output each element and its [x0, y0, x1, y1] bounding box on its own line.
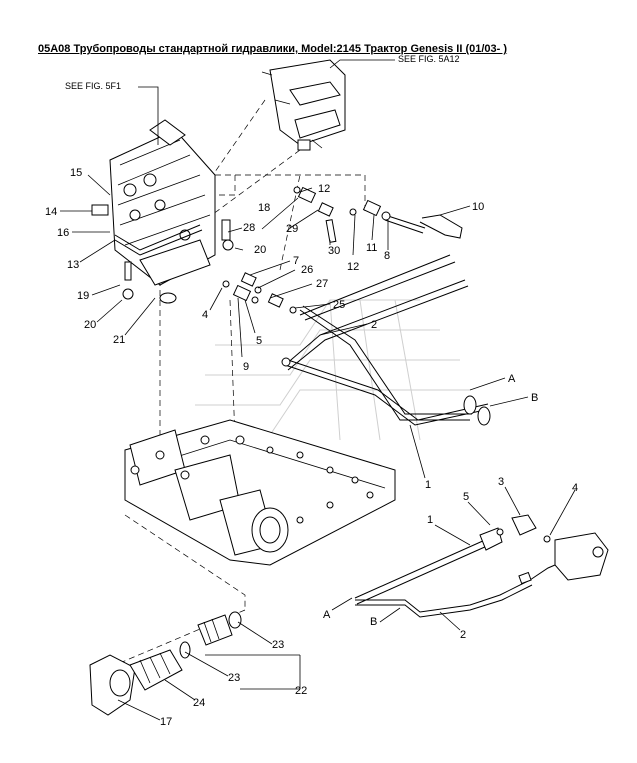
callout-29: 29	[286, 223, 298, 235]
callout-2-upper: 2	[371, 319, 377, 331]
callout-28: 28	[243, 222, 255, 234]
callout-21: 21	[113, 334, 125, 346]
callout-8: 8	[384, 250, 390, 262]
callout-A-lower: A	[323, 609, 331, 621]
callout-2-lower: 2	[460, 629, 466, 641]
callout-30: 30	[328, 245, 340, 257]
callout-12-mid: 12	[347, 261, 359, 273]
callout-25: 25	[333, 299, 345, 311]
callout-B-upper: B	[531, 392, 538, 404]
callout-16: 16	[57, 227, 69, 239]
callout-10: 10	[472, 201, 484, 213]
callout-11: 11	[366, 242, 377, 254]
callout-23-lower: 23	[228, 672, 240, 684]
valve-block-upper	[261, 59, 346, 151]
callout-5-lower: 5	[463, 491, 469, 503]
fittings-upper	[122, 186, 391, 367]
callout-1-upper: 1	[425, 479, 431, 491]
see-fig-5f1-label: SEE FIG. 5F1	[65, 81, 121, 91]
callout-24: 24	[193, 697, 205, 709]
main-tubes-upper	[284, 254, 491, 426]
callout-leaders	[60, 59, 576, 721]
callout-19: 19	[77, 290, 89, 302]
lower-right-assembly	[354, 514, 609, 618]
callout-12-top: 12	[318, 183, 330, 195]
callout-23-upper: 23	[272, 639, 284, 651]
callout-27: 27	[316, 278, 328, 290]
tube-13	[91, 204, 203, 256]
callout-15: 15	[70, 167, 82, 179]
callout-3: 3	[498, 476, 504, 488]
callout-A-upper: A	[508, 373, 516, 385]
callout-13: 13	[67, 259, 79, 271]
see-fig-5a12-label: SEE FIG. 5A12	[398, 54, 460, 64]
coupler-assembly	[89, 611, 242, 716]
callout-4-upper: 4	[202, 309, 208, 321]
callout-20-center: 20	[254, 244, 266, 256]
callout-17: 17	[160, 716, 172, 728]
callout-5-upper: 5	[256, 335, 262, 347]
callout-B-lower: B	[370, 616, 377, 628]
tube-10	[384, 214, 463, 239]
callout-9: 9	[243, 361, 249, 373]
callout-26: 26	[301, 264, 313, 276]
rear-cover-housing	[124, 419, 396, 566]
callout-7: 7	[293, 255, 299, 267]
callout-18: 18	[258, 202, 270, 214]
diagram-title: 05A08 Трубопроводы стандартной гидравлик…	[38, 43, 508, 55]
watermark-logo	[185, 299, 470, 441]
callout-1-lower: 1	[427, 514, 433, 526]
callout-22: 22	[295, 685, 307, 697]
callout-4-lower: 4	[572, 482, 578, 494]
callout-14: 14	[45, 206, 57, 218]
callout-20-left: 20	[84, 319, 96, 331]
control-valve-stack	[109, 119, 216, 286]
callout-labels: 15 14 16 13 19 20 21 12 18 28 29 20 30 1…	[45, 167, 578, 728]
